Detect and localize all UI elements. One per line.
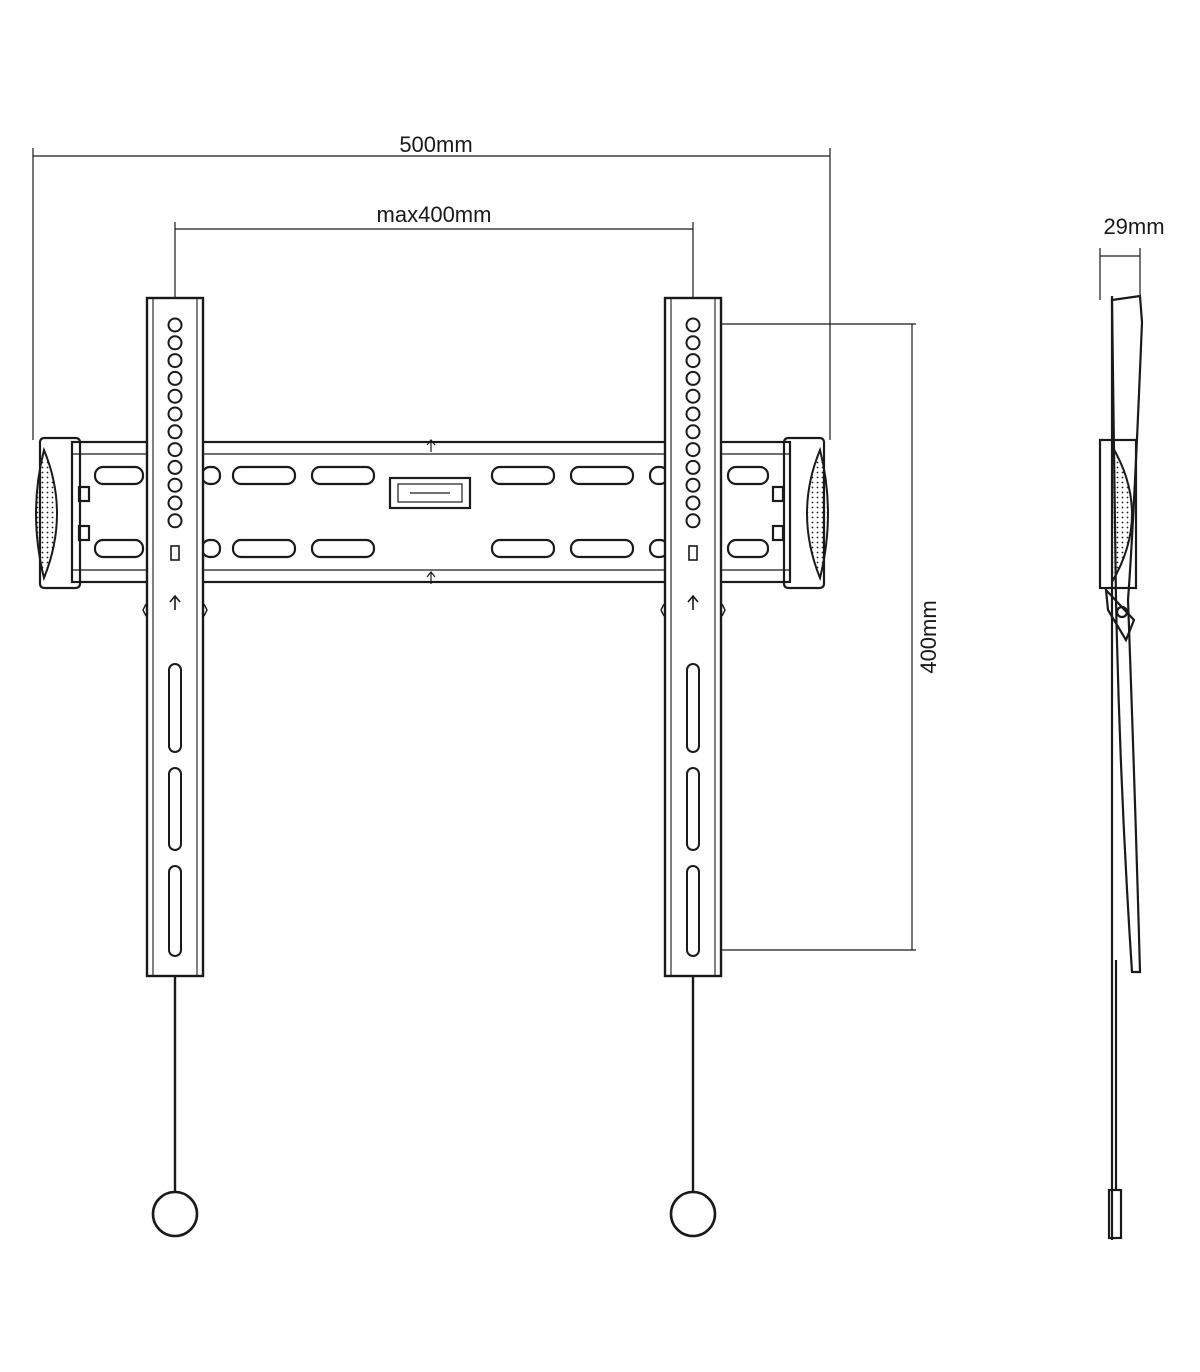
right-end-cap [782, 436, 829, 590]
overall-width-label: 500mm [399, 132, 472, 157]
left-end-cap [35, 436, 82, 590]
dimension-vesa-vertical: 400mm [700, 323, 941, 951]
right-vertical-arm [660, 296, 726, 1238]
dimension-overall-width: 500mm [32, 132, 831, 440]
depth-label: 29mm [1103, 214, 1164, 239]
left-vertical-arm [142, 296, 208, 1238]
side-profile [1098, 294, 1144, 1240]
dimension-vesa-horizontal: max400mm [174, 202, 694, 322]
dimension-depth: 29mm [1099, 214, 1165, 300]
vesa-vertical-label: 400mm [916, 600, 941, 673]
vesa-horizontal-label: max400mm [377, 202, 492, 227]
